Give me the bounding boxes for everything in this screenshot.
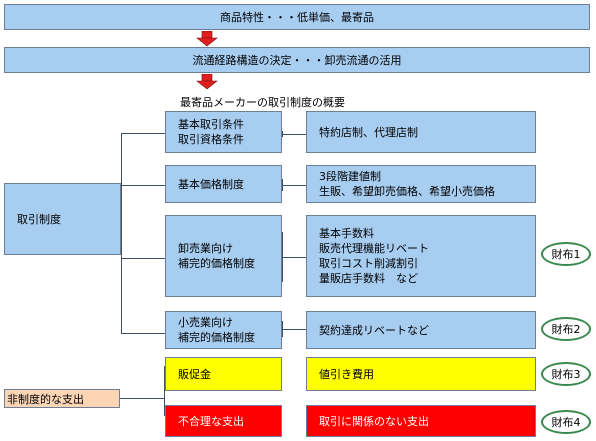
wallet-1-tag: 財布1 [541,242,591,266]
connector-line [282,134,306,135]
wallet-4-tag: 財布4 [541,410,591,434]
connector-line [121,333,165,334]
retail-supplement-line: 補完的価格制度 [178,331,255,344]
wallet-2-tag: 財布2 [541,317,591,341]
basic-terms-line: 基本取引条件 [178,118,244,131]
unrelated-expense-box: 取引に関係のない支出 [306,405,536,437]
non-system-expense-label: 非制度的な支出 [7,392,84,406]
non-system-expense-box: 非制度的な支出 [4,389,120,408]
product-characteristics-text: 商品特性・・・低単価、最寄品 [220,11,374,24]
trade-system-label: 取引制度 [17,213,61,226]
dealer-system-text: 特約店制、代理店制 [319,125,418,139]
distribution-structure-box: 流通経路構造の決定・・・卸売流通の活用 [4,47,590,73]
wallet-4-label: 財布4 [551,416,581,429]
price-tiers-line: 生販、希望卸売価格、希望小売価格 [319,185,495,198]
basic-price-box: 基本価格制度 [165,165,282,203]
connector-line [121,133,122,333]
basic-terms-line: 取引資格条件 [178,133,244,146]
retail-rebate-text: 契約達成リベートなど [319,323,429,337]
wholesale-fees-line: 基本手数料 [319,227,374,240]
wallet-3-tag: 財布3 [541,362,591,386]
down-arrow-icon [196,74,218,90]
sales-promotion-text: 販促金 [178,368,211,381]
connector-line [282,257,306,258]
wallet-1-label: 財布1 [551,248,581,261]
overview-title: 最寄品メーカーの取引制度の概要 [180,96,345,109]
wholesale-supplement-line: 補完的価格制度 [178,257,255,270]
retail-rebate-box: 契約達成リベートなど [306,311,536,349]
retail-supplement-line: 小売業向け [178,316,233,329]
wholesale-fees-line: 販売代理機能リベート [319,242,429,255]
discount-cost-box: 値引き費用 [306,357,536,391]
wholesale-fees-box: 基本手数料 販売代理機能リベート 取引コスト削減割引 量販店手数料 など [306,215,536,297]
basic-terms-box: 基本取引条件 取引資格条件 [165,111,282,153]
connector-line [164,366,165,416]
wholesale-fees-line: 量販店手数料 など [319,272,418,285]
wallet-3-label: 財布3 [551,368,581,381]
unreasonable-expense-text: 不合理な支出 [178,415,244,428]
wallet-2-label: 財布2 [551,323,581,336]
distribution-structure-text: 流通経路構造の決定・・・卸売流通の活用 [192,54,402,67]
price-tiers-box: 3段階建値制 生販、希望卸売価格、希望小売価格 [306,165,536,203]
trade-system-box: 取引制度 [4,183,121,255]
dealer-system-box: 特約店制、代理店制 [306,111,536,153]
discount-cost-text: 値引き費用 [319,368,374,381]
connector-line [121,185,165,186]
wholesale-fees-line: 取引コスト削減割引 [319,257,418,270]
wholesale-supplement-box: 卸売業向け 補完的価格制度 [165,215,282,297]
connector-line [282,329,306,330]
price-tiers-line: 3段階建値制 [319,170,381,183]
retail-supplement-box: 小売業向け 補完的価格制度 [165,311,282,349]
unrelated-expense-text: 取引に関係のない支出 [319,415,429,428]
down-arrow-icon [196,31,218,47]
unreasonable-expense-box: 不合理な支出 [165,405,282,437]
wholesale-supplement-line: 卸売業向け [178,242,233,255]
connector-line [121,133,165,134]
sales-promotion-box: 販促金 [165,357,282,391]
connector-line [282,185,306,186]
product-characteristics-box: 商品特性・・・低単価、最寄品 [4,4,590,30]
connector-line [119,398,164,399]
connector-line [121,258,165,259]
basic-price-text: 基本価格制度 [178,177,244,191]
